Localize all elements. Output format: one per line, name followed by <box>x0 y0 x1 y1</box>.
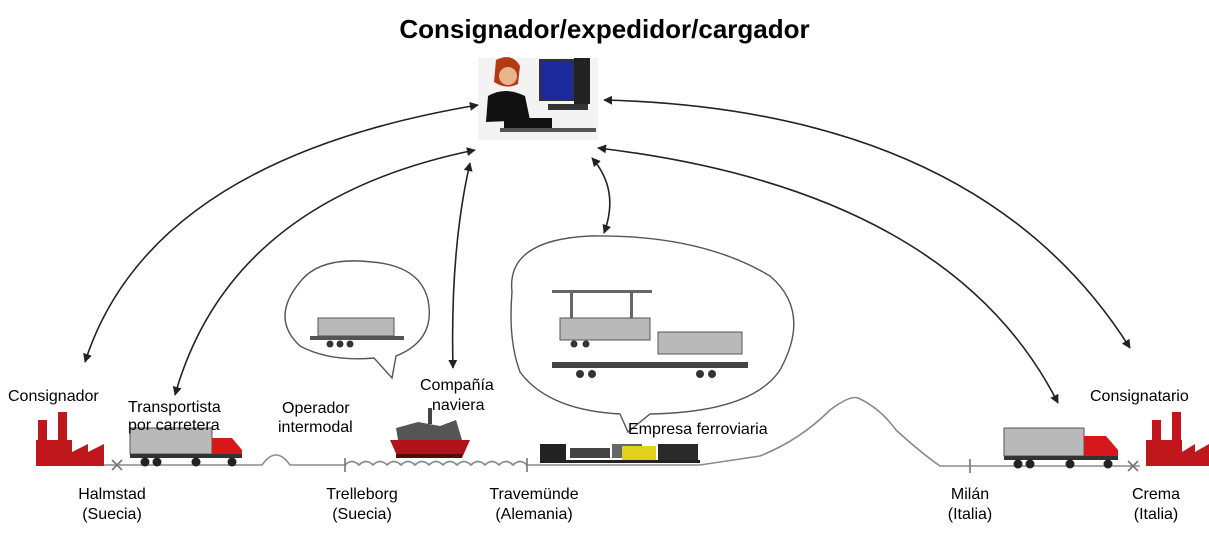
consignor-factory-icon <box>36 412 104 466</box>
route-stop-markers <box>111 458 1139 473</box>
location-milan-country: (Italia) <box>947 506 993 523</box>
intermodal-bubble <box>284 260 430 380</box>
location-trelleborg-country: (Suecia) <box>332 506 392 523</box>
railway-company-label: Empresa ferroviaria <box>628 421 768 438</box>
intermodal-operator-label-line1: Operador <box>282 400 350 417</box>
shipper-computer-icon <box>478 57 598 140</box>
transport-route <box>60 396 1140 467</box>
location-milan-city: Milán <box>950 486 990 503</box>
location-crema-city: Crema <box>1131 486 1180 503</box>
consignor-label: Consignador <box>8 388 99 405</box>
intermodal-operator-label-line2: intermodal <box>278 419 353 436</box>
railway-bubble <box>510 235 795 434</box>
road-carrier-label-line2: por carretera <box>128 417 220 434</box>
consignee-factory-icon <box>1146 412 1209 466</box>
shipping-line-label-line2: naviera <box>432 397 485 414</box>
ferry-ship-icon <box>390 408 470 458</box>
arrow-to-shipping-line <box>448 162 473 369</box>
road-carrier-truck-icon <box>129 427 242 467</box>
delivery-truck-icon <box>1003 427 1118 469</box>
communication-arrows <box>83 95 1131 404</box>
location-travemunde-country: (Alemania) <box>495 506 573 523</box>
location-travemunde-city: Travemünde <box>489 486 579 503</box>
shipping-line-label-line1: Compañía <box>420 377 494 394</box>
freight-train-icon <box>540 444 700 463</box>
location-crema-country: (Italia) <box>1133 506 1179 523</box>
road-carrier-label-line1: Transportista <box>128 399 221 416</box>
location-halmstad-country: (Suecia) <box>82 506 142 523</box>
arrow-to-road-carrier <box>172 147 476 396</box>
arrow-to-railway <box>591 157 612 234</box>
location-halmstad-city: Halmstad <box>78 486 146 503</box>
consignee-label: Consignatario <box>1090 388 1189 405</box>
location-trelleborg-city: Trelleborg <box>326 486 398 503</box>
page-title: Consignador/expedidor/cargador <box>399 14 810 44</box>
arrow-to-consignee <box>603 95 1131 349</box>
